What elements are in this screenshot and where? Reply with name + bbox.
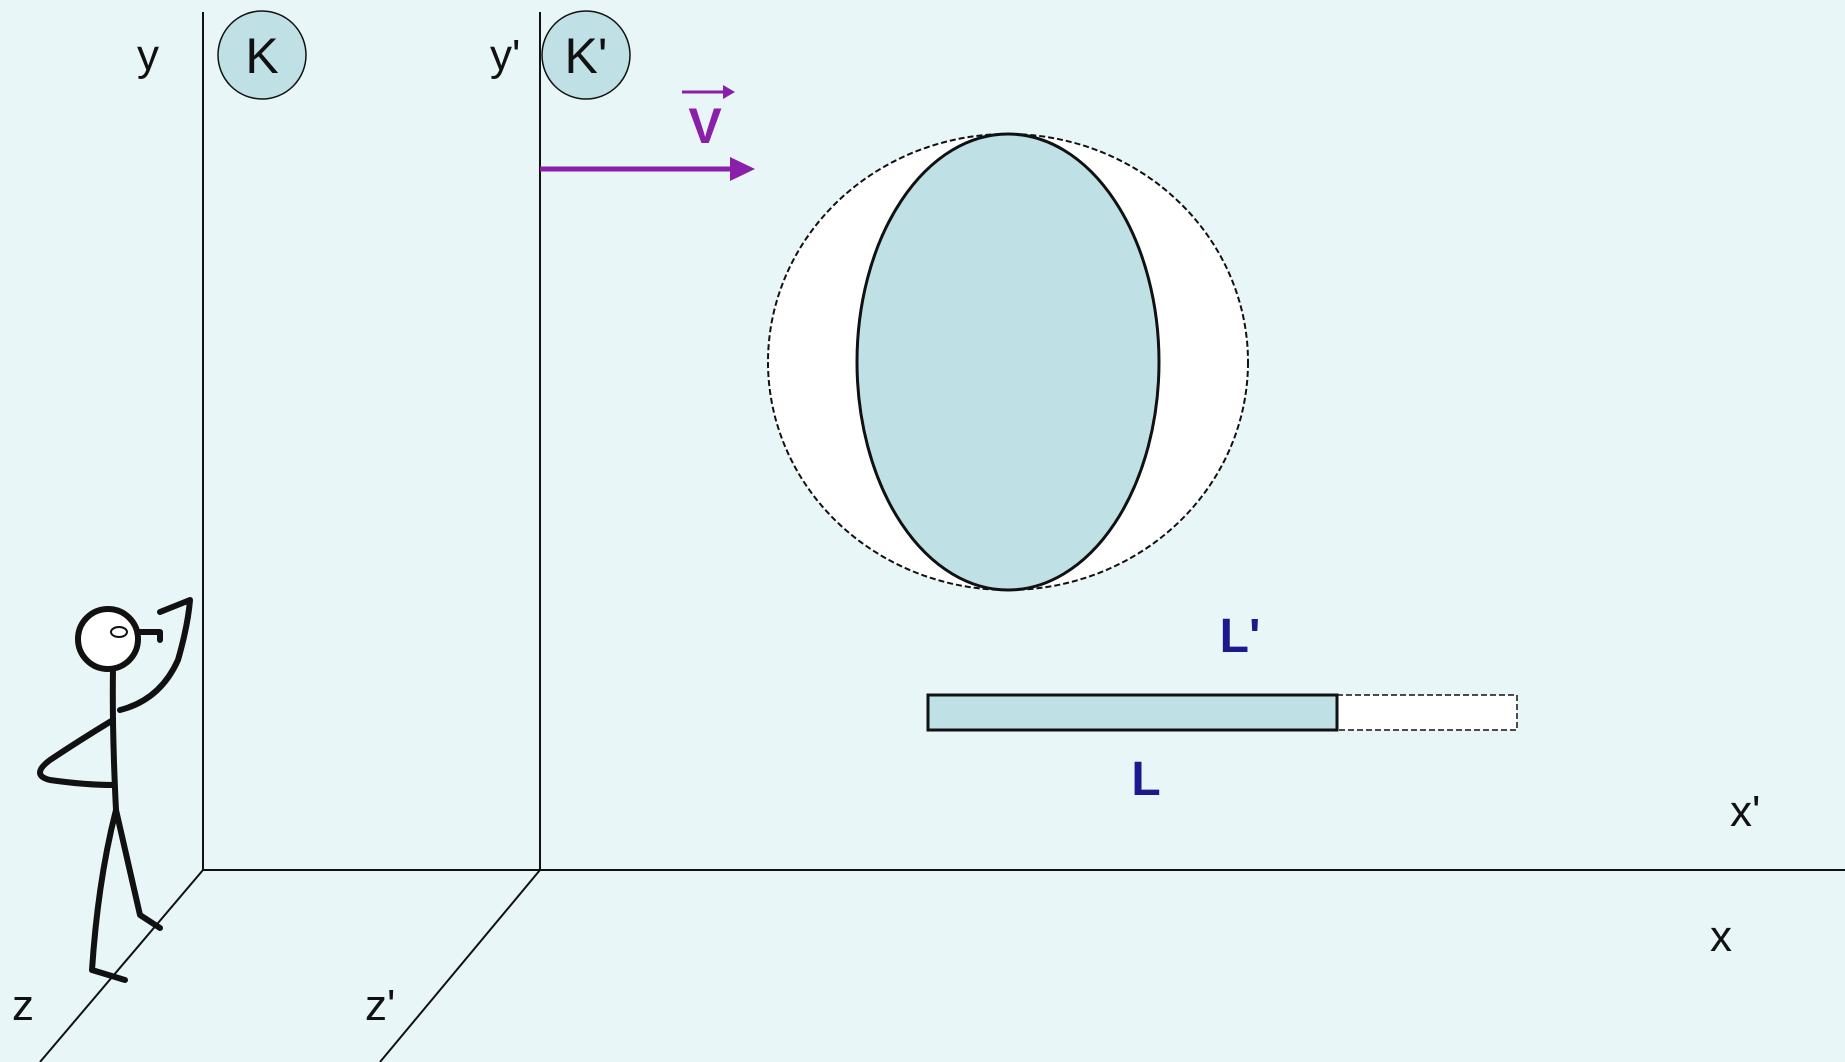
- velocity-label: V: [688, 98, 722, 154]
- frame-k-prime-axes: [379, 12, 541, 1062]
- axis-label-z-prime: z': [365, 981, 395, 1030]
- observer-folded-arm: [37, 717, 117, 788]
- observer-eye: [110, 626, 128, 638]
- axis-label-z: z: [12, 981, 34, 1030]
- axis-label-x: x: [1710, 912, 1732, 961]
- k-prime-z-axis: [379, 869, 541, 1062]
- velocity-symbol: V: [682, 85, 735, 154]
- sphere-figure: [767, 132, 1249, 592]
- rod-figure: [926, 693, 1518, 732]
- velocity-arrow-head: [730, 157, 755, 181]
- sphere-contracted-ellipse: [855, 132, 1161, 592]
- velocity-overarrow-head: [723, 85, 735, 99]
- observer-raised-arm: [117, 597, 193, 713]
- rod-rest-extension: [1336, 694, 1518, 731]
- frame-k-prime-badge: K': [541, 10, 631, 100]
- frame-k-prime-badge-circle: [541, 10, 631, 100]
- rod-contracted-label: L': [1220, 610, 1261, 663]
- axis-label-y: y: [137, 31, 159, 80]
- rod-contracted-bar: [926, 693, 1339, 732]
- rod-rest-label: L: [1131, 753, 1160, 806]
- frame-k-badge: K: [217, 10, 307, 100]
- axis-label-x-prime: x': [1730, 787, 1760, 836]
- observer-torso: [109, 666, 119, 813]
- frame-k-axes: [39, 12, 1845, 1062]
- frame-k-label: K: [245, 28, 278, 84]
- observer-hand-at-brow: [135, 629, 163, 643]
- observer-head: [75, 606, 141, 672]
- observer-leg-front: [89, 807, 128, 983]
- k-z-axis: [39, 869, 204, 1062]
- frame-k-badge-circle: [217, 10, 307, 100]
- observer-stick-figure-icon: [37, 597, 193, 983]
- axis-label-y-prime: y': [490, 31, 520, 80]
- velocity-arrow-icon: [540, 157, 755, 181]
- frame-k-prime-label: K': [565, 28, 608, 84]
- observer-leg-back: [113, 807, 163, 931]
